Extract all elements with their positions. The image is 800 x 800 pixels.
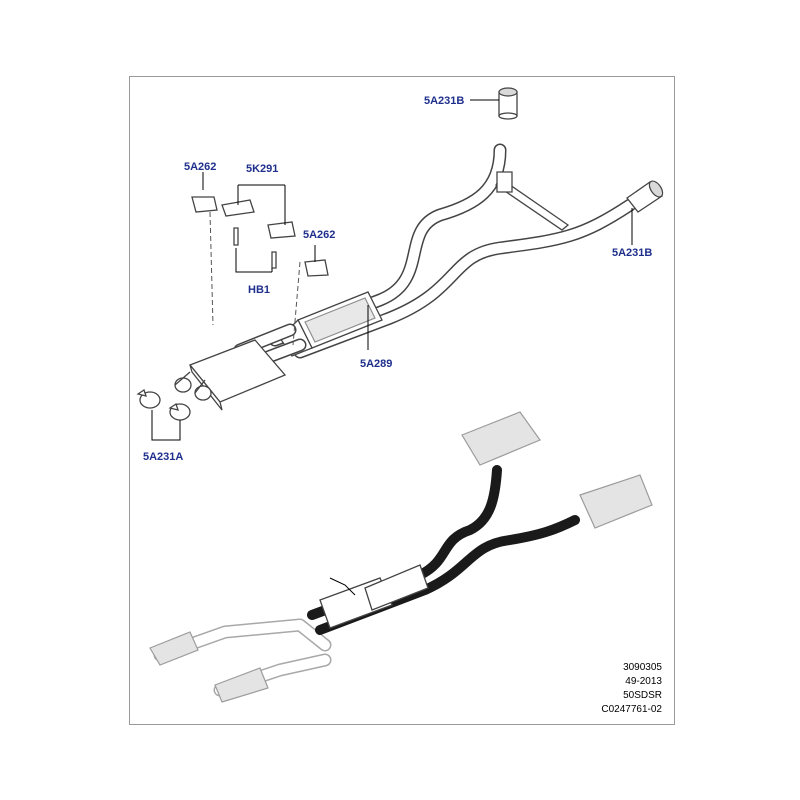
tailpipe-tip-top	[498, 87, 518, 120]
callout-5a231a: 5A231A	[143, 451, 183, 463]
hanger-5a262-right	[304, 259, 329, 277]
ref-line-2: 49-2013	[625, 676, 662, 687]
clamp-5a231a	[136, 388, 191, 421]
ref-line-4: C0247761-02	[601, 704, 662, 715]
ghost-rear-muffler-left	[461, 411, 541, 466]
callout-hb1: HB1	[248, 284, 270, 296]
resonator-5a289	[279, 291, 383, 357]
ghost-rear-muffler-right	[579, 474, 653, 529]
callout-5a231b-top: 5A231B	[424, 95, 464, 107]
leader-lines	[151, 99, 633, 441]
installed-exhaust-view	[149, 411, 653, 703]
front-muffler	[174, 339, 287, 411]
bracket-5k291-right	[267, 221, 296, 239]
bolt-hb1-right	[271, 251, 277, 269]
hanger-5a262-left	[191, 196, 218, 213]
bolt-hb1-left	[233, 227, 239, 246]
callout-5a262-left: 5A262	[184, 161, 216, 173]
callout-5a289: 5A289	[360, 358, 392, 370]
bracket-plate	[496, 171, 513, 193]
exhaust-pipe-assembly	[136, 87, 664, 421]
ref-line-3: 50SDSR	[623, 690, 662, 701]
highlighted-pipe-right	[315, 515, 580, 635]
highlighted-pipe-left	[307, 465, 502, 620]
callout-5a231b-right: 5A231B	[612, 247, 652, 259]
callout-5k291: 5K291	[246, 163, 278, 175]
callout-5a262-right: 5A262	[303, 229, 335, 241]
tailpipe-tip-right	[626, 180, 664, 213]
bracket-5k291-left	[221, 199, 255, 217]
ref-line-1: 3090305	[623, 662, 662, 673]
